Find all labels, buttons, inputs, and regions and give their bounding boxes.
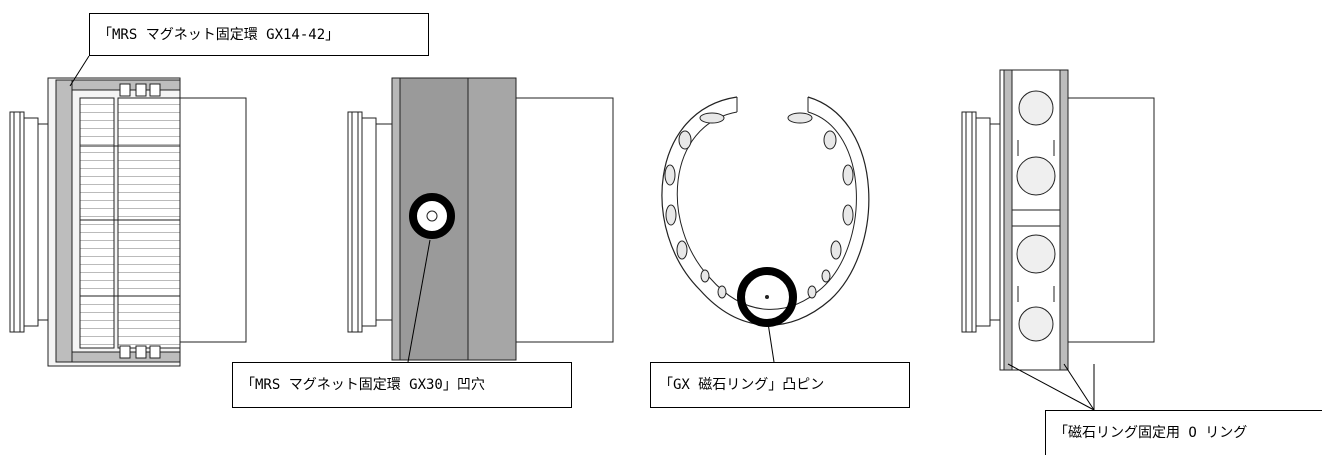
leader-line-c2 [407, 239, 431, 363]
part-gx-magnet-ring-drawing [661, 96, 870, 326]
callout-gx30-recess: 「MRS マグネット固定環 GX30」凹穴 [232, 362, 572, 408]
part-gx14-42-drawing [9, 77, 247, 367]
hole-highlight-gx30 [409, 193, 455, 239]
part-oring-assembly-drawing [961, 69, 1155, 371]
callout-gx-ring-pin-text: 「GX 磁石リング」凸ピン [659, 377, 825, 393]
callout-gx14-42-text: 「MRS マグネット固定環 GX14-42」 [98, 26, 340, 43]
leader-line-c4b [1063, 363, 1095, 411]
callout-gx14-42: 「MRS マグネット固定環 GX14-42」 [89, 13, 429, 56]
callout-oring: 「磁石リング固定用 O リング [1045, 410, 1322, 455]
callout-oring-text: 「磁石リング固定用 O リング [1054, 425, 1248, 441]
pin-highlight-gx-ring [737, 267, 797, 327]
leader-line-c3 [767, 322, 775, 363]
leader-line-c4a [1007, 363, 1095, 411]
leader-line-c1 [69, 55, 90, 87]
part-gx30-drawing [347, 77, 614, 361]
callout-gx30-recess-text: 「MRS マグネット固定環 GX30」凹穴 [241, 377, 485, 393]
callout-gx-ring-pin: 「GX 磁石リング」凸ピン [650, 362, 910, 408]
